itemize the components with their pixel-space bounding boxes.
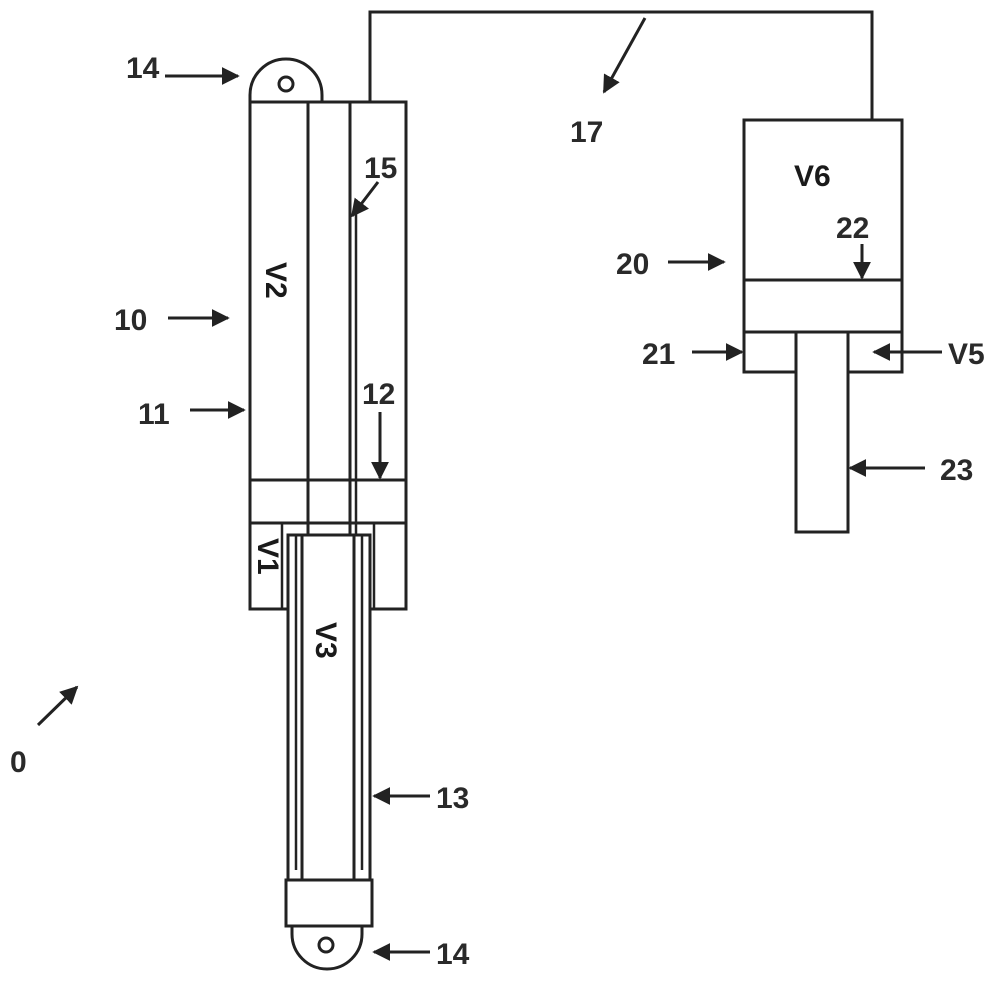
label-20: 20	[616, 248, 649, 281]
volume-v3: V3	[309, 622, 342, 659]
bottom-cap	[284, 878, 374, 928]
lower-tube	[286, 533, 372, 882]
label-21: 21	[642, 338, 675, 371]
label-v5: V5	[948, 338, 985, 371]
volume-v6: V6	[794, 160, 831, 193]
reference-labels: 14 17 15 10 11 12 13 14 0 20 22 21 V5 23	[10, 52, 985, 971]
accumulator-rod	[794, 330, 850, 534]
volume-v1: V1	[251, 538, 284, 575]
label-11: 11	[138, 398, 170, 431]
central-rod	[306, 100, 352, 589]
arrows	[36, 17, 942, 961]
accumulator: V6	[742, 118, 904, 534]
label-10: 10	[114, 304, 147, 337]
accumulator-chamber	[742, 118, 904, 334]
label-14-bottom: 14	[436, 938, 470, 971]
label-17: 17	[570, 116, 603, 149]
damper-assembly: V2 V1 V3	[248, 57, 408, 971]
top-eye	[248, 57, 324, 104]
label-23: 23	[940, 454, 973, 487]
label-22: 22	[836, 212, 869, 245]
label-12: 12	[362, 378, 395, 411]
bottom-eye	[290, 924, 364, 971]
label-14-top: 14	[126, 52, 160, 85]
volume-v2: V2	[259, 262, 292, 299]
piston	[250, 478, 406, 525]
label-13: 13	[436, 782, 469, 815]
label-15: 15	[364, 152, 397, 185]
label-0: 0	[10, 746, 27, 779]
connection-line	[368, 10, 874, 120]
